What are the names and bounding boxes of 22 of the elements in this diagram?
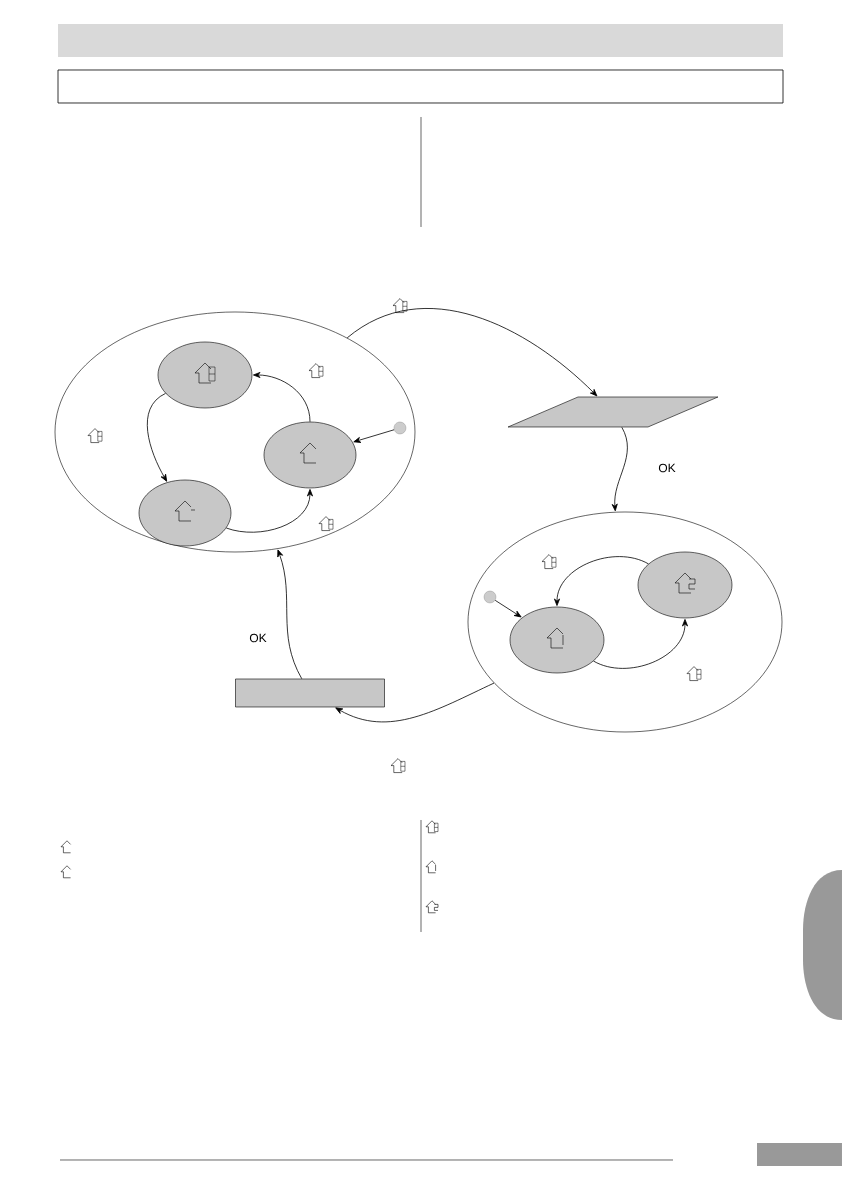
group-ellipse [54, 311, 416, 553]
group-ellipse [467, 511, 783, 733]
state-ellipse [263, 421, 357, 489]
arrow [277, 549, 303, 680]
arrow [494, 599, 522, 618]
arrow [346, 308, 598, 397]
arrow [146, 393, 168, 482]
arrow [335, 682, 495, 723]
process-box [235, 678, 385, 708]
arrow [353, 429, 395, 443]
state-ellipse [637, 551, 733, 619]
edge-label: OK [248, 632, 268, 644]
arrow [554, 556, 649, 606]
edge-label: OK [657, 462, 677, 474]
state-ellipse [157, 341, 253, 409]
state-ellipse [509, 606, 605, 674]
parallelogram-box [507, 396, 719, 428]
arrow [225, 489, 313, 533]
state-ellipse [138, 479, 232, 547]
arrow [611, 426, 628, 512]
arrow [253, 372, 311, 423]
arrow [593, 619, 688, 669]
